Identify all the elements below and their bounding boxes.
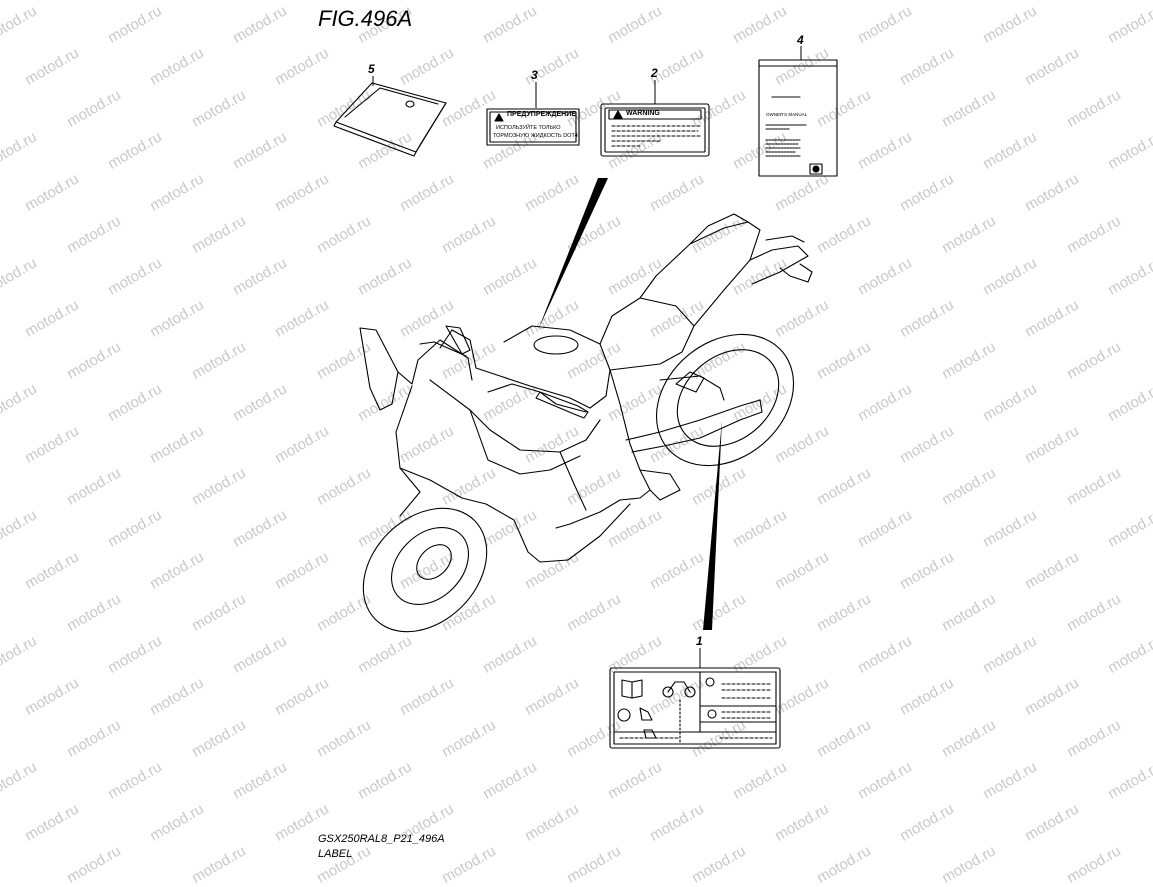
figure-title: FIG.496A — [318, 6, 413, 31]
callout-ticks — [372, 46, 802, 668]
figure-code: GSX250RAL8_P21_496A — [318, 833, 445, 845]
figure-caption: LABEL — [318, 848, 353, 860]
part-1-info-label[interactable] — [609, 667, 781, 749]
callout-3[interactable]: 3 — [531, 68, 538, 82]
leader-part-1 — [703, 420, 722, 630]
brake-label-line2: ТОРМОЗНУЮ ЖИДКОСТЬ DOT4. — [493, 133, 580, 139]
brake-label-line1: ИСПОЛЬЗУЙТЕ ТОЛЬКО — [496, 125, 561, 131]
manual-title: OWNER'S MANUAL — [766, 112, 808, 117]
callout-2[interactable]: 2 — [651, 66, 658, 80]
part-4-owners-manual[interactable] — [758, 59, 838, 177]
motorcycle-outline — [359, 213, 813, 633]
callout-1[interactable]: 1 — [696, 634, 703, 648]
leader-lines — [538, 178, 722, 630]
brake-label-heading: ПРЕДУПРЕЖДЕНИЕ — [507, 111, 576, 118]
parts-drawing — [333, 46, 838, 749]
callout-4[interactable]: 4 — [797, 33, 804, 47]
warning-label-heading: WARNING — [626, 110, 660, 117]
callout-5[interactable]: 5 — [368, 62, 375, 76]
part-5-pouch[interactable] — [333, 82, 447, 157]
part-3-brake-fluid-label[interactable] — [486, 108, 580, 146]
leader-part-2 — [538, 178, 608, 330]
